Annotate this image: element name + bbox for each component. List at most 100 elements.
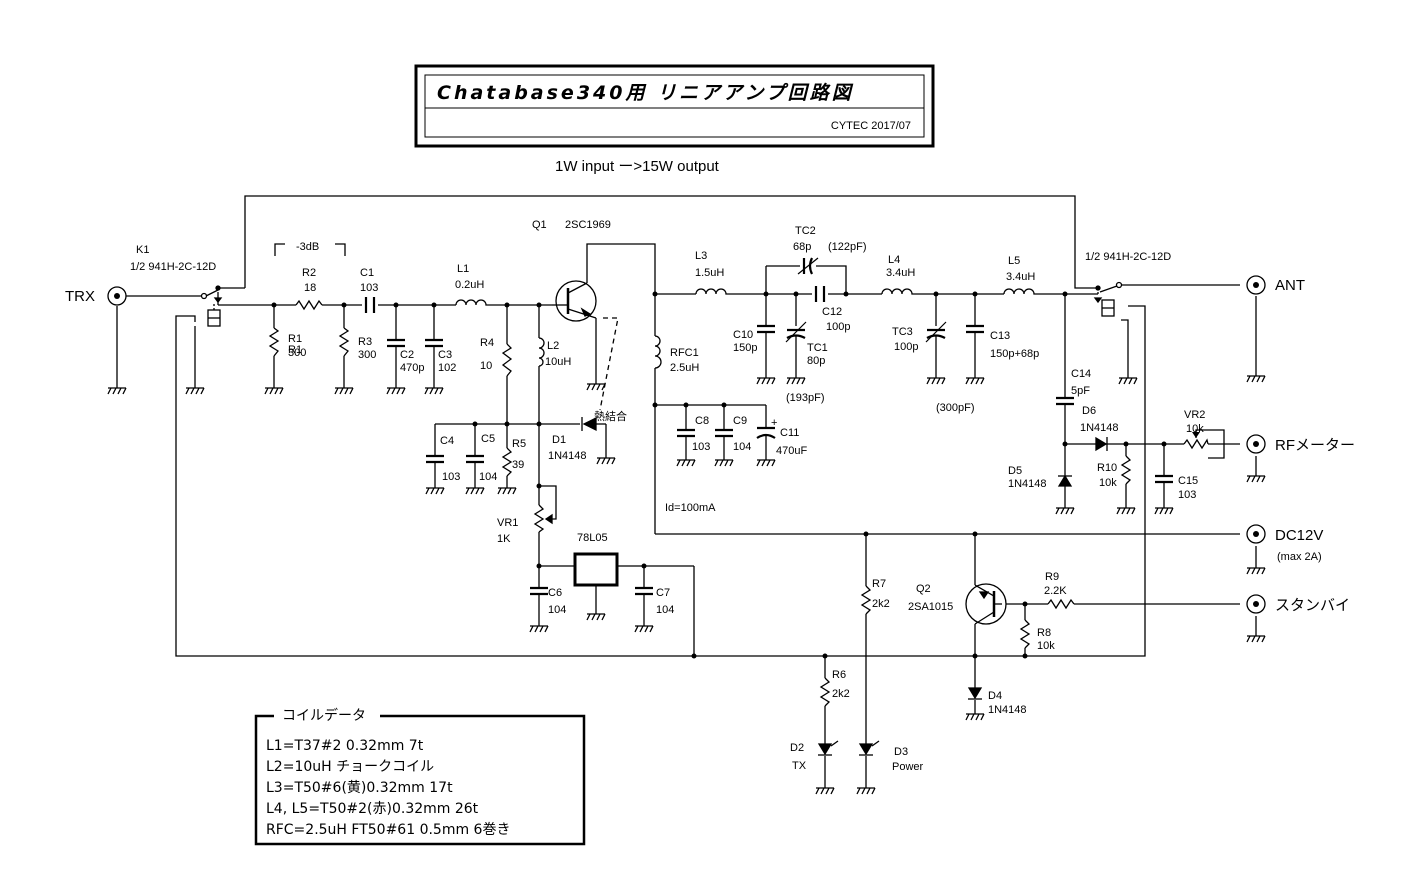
label-standby: スタンバイ: [1275, 597, 1350, 614]
k1-ref: K1: [136, 244, 149, 256]
r7-ref-label: R7: [872, 578, 886, 590]
resistors: [268, 299, 1209, 707]
c6-value-label: 104: [548, 604, 566, 616]
coil-line-2: L2=10uH チョークコイル: [266, 759, 434, 775]
c6-ref-label: C6: [548, 587, 562, 599]
attenuator-bracket: [274, 243, 346, 256]
tc3-value-label: 100p: [894, 341, 918, 353]
svg-text:+: +: [771, 417, 777, 429]
r8-value-label: 10k: [1037, 640, 1055, 652]
d3-value-label: Power: [892, 761, 924, 773]
c8-ref-label: C8: [695, 415, 709, 427]
r1-value-label: 300: [288, 347, 306, 359]
c10-ref-label: C10: [733, 329, 753, 341]
coil-line-3: L3=T50#6(黄)0.32mm 17t: [266, 779, 453, 796]
l1-value-label: 0.2uH: [455, 279, 484, 291]
labels: TRX ANT RFメーター DC12V (max 2A) スタンバイ -3dB…: [65, 241, 1355, 614]
connector-standby: [1246, 594, 1266, 614]
label-dc12v-note: (max 2A): [1277, 551, 1322, 563]
d2-value-label: TX: [792, 760, 807, 772]
vr1-value-label: 1K: [497, 533, 511, 545]
connector-rf-meter: [1246, 434, 1266, 454]
q1-ref-label: Q1: [532, 219, 547, 231]
c12-ref-label: C12: [822, 306, 842, 318]
connector-ant: [1246, 275, 1266, 295]
ground-icon: [676, 459, 696, 467]
title-subtitle: 1W input ー>15W output: [555, 158, 720, 175]
l3-ref-label: L3: [695, 250, 707, 262]
label-ant: ANT: [1275, 277, 1305, 294]
c1-ref-label: C1: [360, 267, 374, 279]
tc1-value-label: 80p: [807, 355, 825, 367]
title-author: CYTEC 2017/07: [831, 120, 911, 132]
d5-ref-label: D5: [1008, 465, 1022, 477]
ground-icon: [965, 377, 985, 385]
r9-value-label: 2.2K: [1044, 585, 1067, 597]
d6-value-label: 1N4148: [1080, 422, 1119, 434]
ground-icon: [1246, 635, 1266, 643]
l5-ref-label: L5: [1008, 255, 1020, 267]
transistor-q2: [965, 583, 1007, 625]
r10-ref-label: R10: [1097, 462, 1117, 474]
q2-value-label: 2SA1015: [908, 601, 953, 613]
ground-icon: [529, 625, 549, 633]
d4-ref-label: D4: [988, 690, 1002, 702]
wires: [116, 195, 1257, 788]
c3-ref-label: C3: [438, 349, 452, 361]
c9-ref-label: C9: [733, 415, 747, 427]
relay-out: [1093, 281, 1123, 317]
label-rf-meter: RFメーター: [1275, 437, 1355, 454]
label-dc12v: DC12V: [1275, 527, 1323, 544]
ground-icon: [926, 377, 946, 385]
ground-icon: [634, 625, 654, 633]
vr2-wiper: [1192, 432, 1200, 438]
ground-icon: [1154, 507, 1174, 515]
tc2-value-label: 68p: [793, 241, 811, 253]
c7-value-label: 104: [656, 604, 674, 616]
regulator-78l05: [573, 552, 619, 587]
c4-ref-label: C4: [440, 435, 454, 447]
inductors: [455, 288, 1037, 369]
r6-value-label: 2k2: [832, 688, 850, 700]
vr2-value-label: 10k: [1186, 423, 1204, 435]
c15-ref-label: C15: [1178, 475, 1198, 487]
c2-value-label: 470p: [400, 362, 424, 374]
l2-value-label: 10uH: [545, 356, 571, 368]
d1-ref-label: D1: [552, 434, 566, 446]
ground-icon: [586, 383, 606, 391]
r2-ref-label: R2: [302, 267, 316, 279]
r6-ref-label: R6: [832, 669, 846, 681]
r5-value-label: 39: [512, 459, 524, 471]
thermal-label: 熱結合: [594, 409, 627, 423]
c13-ref-label: C13: [990, 330, 1010, 342]
d5-value-label: 1N4148: [1008, 478, 1047, 490]
capacitors: [364, 286, 1173, 596]
l1-ref-label: L1: [457, 263, 469, 275]
diodes: [581, 416, 1108, 756]
l3-value-label: 1.5uH: [695, 267, 724, 279]
d2-ref-label: D2: [790, 742, 804, 754]
k1-part: 1/2 941H-2C-12D: [130, 261, 216, 273]
ground-icon: [815, 787, 835, 795]
c14-value-label: 5pF: [1071, 385, 1090, 397]
q1-value-label: 2SC1969: [565, 219, 611, 231]
coil-line-5: RFC=2.5uH FT50#61 0.5mm 6巻き: [266, 822, 510, 838]
d6-ref-label: D6: [1082, 405, 1096, 417]
c15-value-label: 103: [1178, 489, 1196, 501]
r4-value-label: 10: [480, 360, 492, 372]
ground-icon: [714, 459, 734, 467]
ground-icon: [1118, 377, 1138, 385]
ground-icon: [334, 387, 354, 395]
r5-ref-label: R5: [512, 438, 526, 450]
rfc1-value-label: 2.5uH: [670, 362, 699, 374]
ground-icon: [107, 387, 127, 395]
junction-dots: [271, 291, 1167, 659]
relay-out-part: 1/2 941H-2C-12D: [1085, 251, 1171, 263]
id_note-label: Id=100mA: [665, 502, 716, 514]
title-block: Chatabase340用 リニアアンプ回路図 CYTEC 2017/07: [414, 64, 935, 148]
vr2-ref-label: VR2: [1184, 409, 1205, 421]
c5-value-label: 104: [479, 471, 497, 483]
ground-icon: [756, 459, 776, 467]
r4-ref-label: R4: [480, 337, 494, 349]
